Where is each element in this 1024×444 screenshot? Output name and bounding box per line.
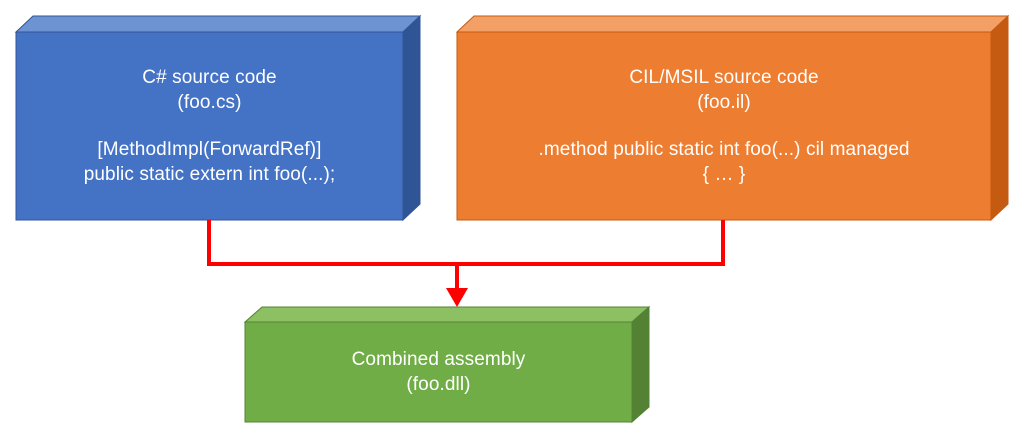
combined-assembly-box-side-face [631, 305, 650, 424]
csharp-source-box-top-face [14, 15, 422, 33]
csharp-source-box-side-face [402, 14, 421, 222]
connector-right-branch [457, 220, 725, 266]
cil-source-box-side-face [990, 14, 1009, 222]
merge-connector[interactable] [207, 220, 725, 307]
csharp-source-box-front-face [15, 31, 404, 221]
cil-source-box-front-face [456, 31, 992, 221]
connector-left-branch [207, 220, 457, 266]
combined-assembly-box-front-face [244, 321, 633, 423]
cil-source-box-top-face [455, 15, 1010, 33]
csharp-source-box[interactable] [14, 14, 422, 222]
combined-assembly-box-top-face [243, 306, 651, 323]
down-arrow-icon [446, 288, 468, 307]
combined-assembly-box[interactable] [243, 305, 651, 424]
cil-source-box[interactable] [455, 14, 1010, 222]
